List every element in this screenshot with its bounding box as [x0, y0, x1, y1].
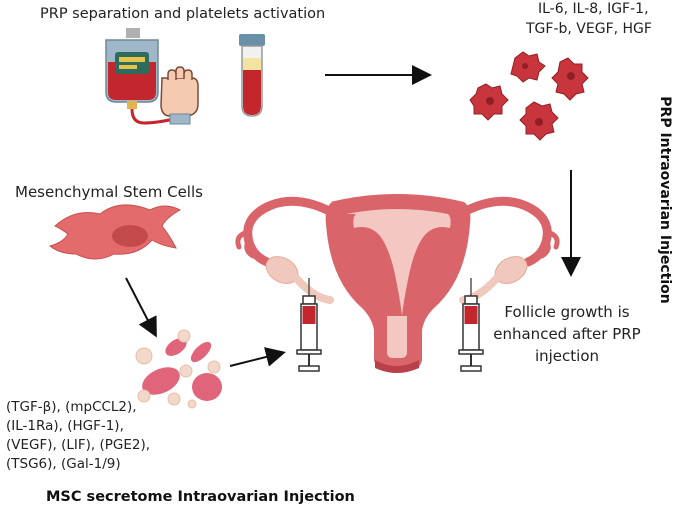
mesenchymal-stem-cell-icon — [48, 204, 182, 260]
blood-bag-icon — [105, 28, 175, 125]
msc-label: Mesenchymal Stem Cells — [15, 183, 203, 201]
hand-icon — [160, 66, 199, 125]
uterus-illustration — [235, 194, 560, 373]
secretome-factor-line: (VEGF), (LIF), (PGE2), — [6, 437, 151, 453]
msc-injection-label: MSC secretome Intraovarian Injection — [46, 489, 355, 505]
arrow-msc-to-secretome — [125, 277, 157, 338]
growth-factors-label-line2: TGF-b, VEGF, HGF — [526, 21, 652, 37]
secretome-factor-line: (IL-1Ra), (HGF-1), — [6, 418, 124, 434]
syringe-right-icon — [458, 278, 484, 372]
prp-separation-label: PRP separation and platelets activation — [40, 6, 326, 22]
follicle-line-1: Follicle growth is — [504, 303, 630, 321]
growth-factors-label-line1: IL-6, IL-8, IGF-1, — [538, 1, 649, 17]
activated-platelets-icon — [469, 51, 589, 141]
follicle-line-2: enhanced after PRP — [493, 325, 641, 343]
syringe-left-icon — [296, 278, 322, 372]
secretome-factors-list: (TGF-β), (mpCCL2), (IL-1Ra), (HGF-1), (V… — [6, 398, 150, 474]
follicle-growth-label: Follicle growth is enhanced after PRP in… — [478, 301, 656, 367]
secretome-factor-line: (TGF-β), (mpCCL2), — [6, 399, 137, 415]
arrow-secretome-to-uterus — [229, 347, 286, 367]
secretome-factor-line: (TSG6), (Gal-1/9) — [6, 456, 121, 472]
test-tube-icon — [239, 34, 265, 117]
follicle-line-3: injection — [534, 347, 600, 365]
prp-injection-vertical-label: PRP Intraovarian Injection — [657, 96, 673, 304]
secretome-vesicles-icon — [135, 329, 222, 409]
